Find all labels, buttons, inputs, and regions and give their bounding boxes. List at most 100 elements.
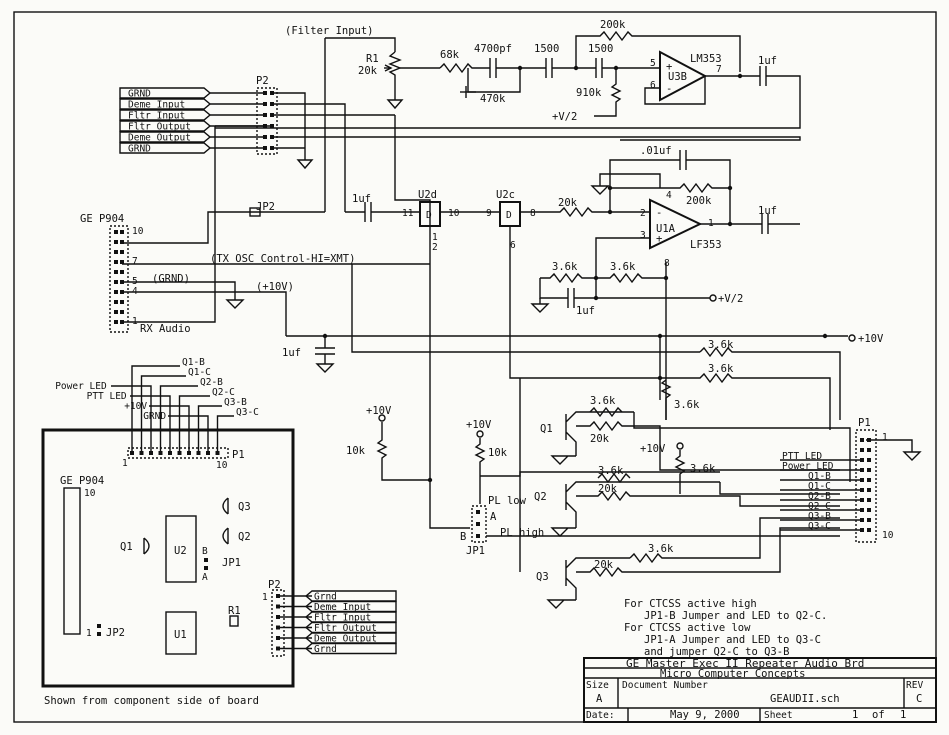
svg-text:D: D (426, 210, 432, 221)
board-p1-pin10: 10 (216, 460, 228, 471)
r20k-q1-label: 20k (590, 433, 610, 445)
pl-low-label: PL low (488, 495, 527, 507)
doc-value: GEAUDII.sch (770, 693, 840, 705)
p2-pin-6: GRND (128, 144, 151, 155)
board-p2-pin-1: Grnd (314, 592, 337, 603)
board-p1-pin1: 1 (122, 458, 128, 469)
c1500b-label: 1500 (588, 43, 613, 55)
board-p2-pin-3: Fltr Input (314, 613, 371, 624)
pin4-label: 4 (666, 190, 672, 201)
board-p2-pin-2: Deme Input (314, 602, 371, 613)
q2-label: Q2 (534, 491, 547, 503)
v2-top-label: +V/2 (552, 111, 577, 123)
r20k-u1a-label: 20k (558, 197, 578, 209)
board-jp1-a: A (202, 572, 208, 583)
board-q2-label: Q2 (238, 531, 251, 543)
q1-label: Q1 (540, 423, 553, 435)
u2c-pin6: 6 (510, 240, 516, 251)
c1uf-bias-label: 1uf (576, 305, 595, 317)
r20k-q3-label: 20k (594, 559, 614, 571)
board-pin-6: Q2-C (212, 387, 235, 398)
tx-osc-label: (TX OSC Control-HI=XMT) (210, 253, 355, 265)
p1-pin1: 1 (882, 432, 888, 443)
board-u1-chip (165, 611, 197, 655)
p1-pin-label-3: Q1-B (808, 471, 831, 482)
rx-audio-label: RX Audio (140, 323, 191, 335)
size-value: A (596, 693, 603, 705)
c1uf-out1-label: 1uf (758, 55, 777, 67)
r36k-e-label: 3.6k (674, 399, 700, 411)
r200k-mid-label: 200k (686, 195, 712, 207)
sheet-value: 1 (852, 709, 858, 721)
board-pin-1: Q1-B (182, 357, 205, 368)
board-p2-pin-5: Deme Output (314, 634, 377, 645)
note-5: and jumper Q2-C to Q3-B (644, 646, 789, 658)
board-p904-1: 1 (86, 628, 92, 639)
lf353-label: LF353 (690, 239, 722, 251)
plus10v-q-label: +10V (640, 443, 666, 455)
r36k-q-label: 3.6k (690, 463, 716, 475)
p2-pin-3: Fltr Input (128, 111, 185, 122)
output-section: 3.6k 3.6k 3.6k Q1 3.6k 20k +10V 3.6k +10… (346, 226, 922, 609)
r36k-c-label: 3.6k (708, 339, 734, 351)
board-pin-10: Q3-C (236, 407, 259, 418)
board-pin-7: +10V (124, 401, 147, 412)
ground-symbol (386, 99, 404, 110)
r10k-l2-label: 10k (488, 447, 508, 459)
r36k-b-label: 3.6k (610, 261, 636, 273)
p2-pin-4: Fltr Output (128, 122, 191, 133)
board-p2-pin-6: Grnd (314, 644, 337, 655)
r36k-d-label: 3.6k (708, 363, 734, 375)
board-p2-pin1: 1 (262, 592, 268, 603)
board-q1-label: Q1 (120, 541, 133, 553)
c1uf-out2-label: 1uf (758, 205, 777, 217)
p1-pin-label-8: Q3-C (808, 521, 831, 532)
r36k-q2-label: 3.6k (598, 465, 624, 477)
title-block-title: GE Master Exec II Repeater Audio Brd (626, 657, 864, 670)
r36k-a-label: 3.6k (552, 261, 578, 273)
p1-pin-label-7: Q3-B (808, 511, 831, 522)
board-u2-chip (165, 515, 197, 583)
size-label: Size (586, 680, 609, 691)
board-pin-9: GRND (143, 411, 166, 422)
rev-value: C (916, 693, 922, 705)
u3b-pin7: 7 (716, 64, 722, 75)
u2c-pin9: 9 (486, 208, 492, 219)
plus10v-l1-label: +10V (366, 405, 392, 417)
date-label: Date: (586, 710, 615, 721)
sheet-label: Sheet (764, 710, 793, 721)
u2d-label: U2d (418, 189, 437, 201)
u3b-pin6: 6 (650, 80, 656, 91)
p904-pin7: 7 (132, 256, 138, 267)
lm353-label: LM353 (690, 53, 722, 65)
p2-pin-1: GRND (128, 89, 151, 100)
note-3: For CTCSS active low (624, 622, 751, 634)
board-p904-10: 10 (84, 488, 96, 499)
p1-pin-label-4: Q1-C (808, 481, 831, 492)
plus10v-right-label: +10V (858, 333, 884, 345)
u3b-pin5: 5 (650, 58, 656, 69)
u2c-label: U2c (496, 189, 515, 201)
grnd-label: (GRND) (152, 273, 190, 285)
r36k-q1-label: 3.6k (590, 395, 616, 407)
r20k-q2-label: 20k (598, 483, 618, 495)
board-pin-5: PTT LED (87, 391, 127, 402)
sheet-border (13, 11, 937, 723)
p1-pin10: 10 (882, 530, 894, 541)
board-ge-p904-label: GE P904 (60, 475, 104, 487)
svg-text:+: + (666, 61, 672, 73)
r10k-l1-label: 10k (346, 445, 366, 457)
q3-label: Q3 (536, 571, 549, 583)
title-block-company: Micro Computer Concepts (660, 668, 805, 680)
u1a-opamp (649, 198, 703, 250)
p1-right-label: P1 (858, 417, 871, 429)
note-2: JP1-B Jumper and LED to Q2-C. (644, 610, 827, 622)
r1-label: R1 (366, 53, 379, 65)
board-p2-pin-4: Fltr Output (314, 623, 377, 634)
u2d-pin2: 2 (432, 242, 438, 253)
svg-text:+: + (656, 233, 662, 245)
of-value: 1 (900, 709, 906, 721)
